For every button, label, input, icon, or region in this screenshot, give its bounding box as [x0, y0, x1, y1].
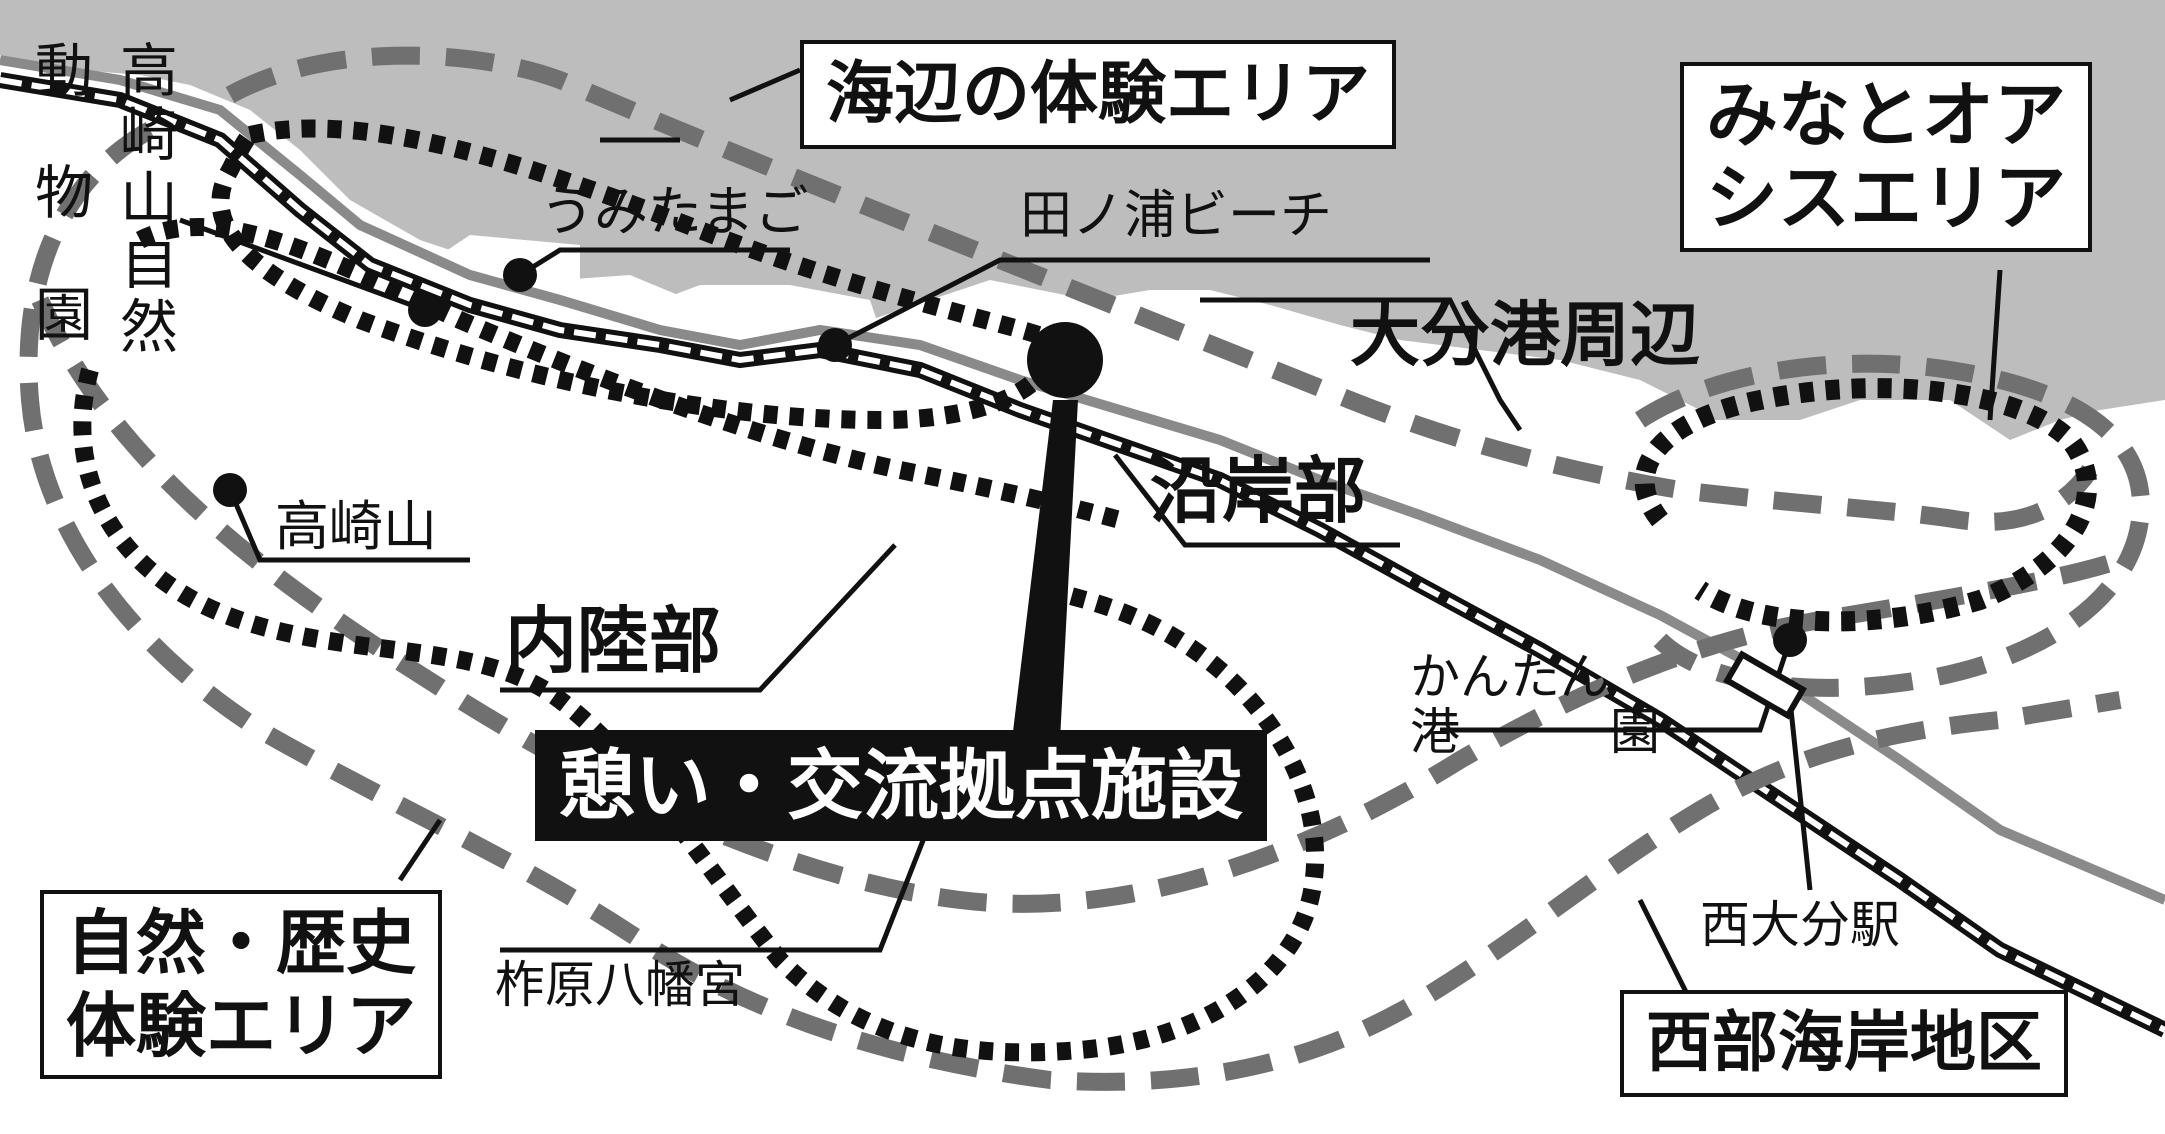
nature-history-line1: 自然・歴史 [66, 902, 416, 984]
zoo-dot [408, 293, 442, 327]
tanoura-beach-label: 田ノ浦ビーチ [1020, 186, 1333, 246]
coastal-zone-label: 沿岸部 [1150, 449, 1367, 533]
nature-history-line2: 体験エリア [66, 984, 416, 1067]
oita-port-zone-dotted [1634, 378, 2097, 632]
nishi-oita-station-marker [1723, 650, 1807, 720]
nature-history-area-label: 自然・歴史 体験エリア [40, 890, 442, 1080]
kantan-port-line2a: 港 [1410, 703, 1460, 761]
railway-inner [0, 77, 2165, 1033]
kantan-port-dot [1773, 623, 1807, 657]
featured-facility-label: 憩い・交流拠点施設 [535, 730, 1267, 842]
kantan-port-line1: かんたん [1410, 648, 1610, 706]
oita-port-zone-label: 大分港周辺 [1350, 294, 1700, 376]
inland-zone-label: 内陸部 [505, 599, 722, 683]
place-dots [213, 258, 1807, 827]
tanoura-dot [818, 328, 852, 362]
minato-oasis-line2: シスエリア [1706, 155, 2067, 240]
minato-oasis-area-label: みなとオア シスエリア [1680, 62, 2093, 252]
nature-history-outline [19, 122, 2122, 1091]
zoo-label-col1: 動物園 [25, 40, 93, 406]
takasakiyama-dot [213, 473, 247, 507]
leader-lines [179, 67, 2003, 1002]
kantan-port-label: かんたん 港 園 [1410, 650, 1660, 760]
seaside-zone-dotted [211, 119, 1061, 430]
facility-dot [1027, 322, 1103, 398]
western-coast-area-label: 西部海岸地区 [1620, 990, 2068, 1097]
takasakiyama-label: 高崎山 [275, 495, 437, 558]
umitamago-dot [503, 258, 537, 292]
hachimangu-label: 柞原八幡宮 [495, 956, 745, 1014]
umitamago-label: うみたまご [540, 180, 809, 243]
zoo-label-col2: 高崎山自然 [110, 40, 178, 360]
minato-oasis-line1: みなとオア [1706, 73, 2067, 157]
seaside-area-outline [225, 46, 2098, 531]
kantan-port-line2b: 園 [1610, 703, 1660, 761]
seaside-area-label: 海辺の体験エリア [800, 40, 1397, 149]
western-coast-outline [31, 296, 2123, 913]
facility-pointer [1012, 400, 1078, 740]
kantan-port-line2: 港 園 [1410, 705, 1660, 760]
nishi-oita-station-label: 西大分駅 [1700, 896, 1900, 954]
minato-oasis-outline [1635, 354, 2150, 697]
inland-zone-dotted [73, 367, 1325, 1062]
